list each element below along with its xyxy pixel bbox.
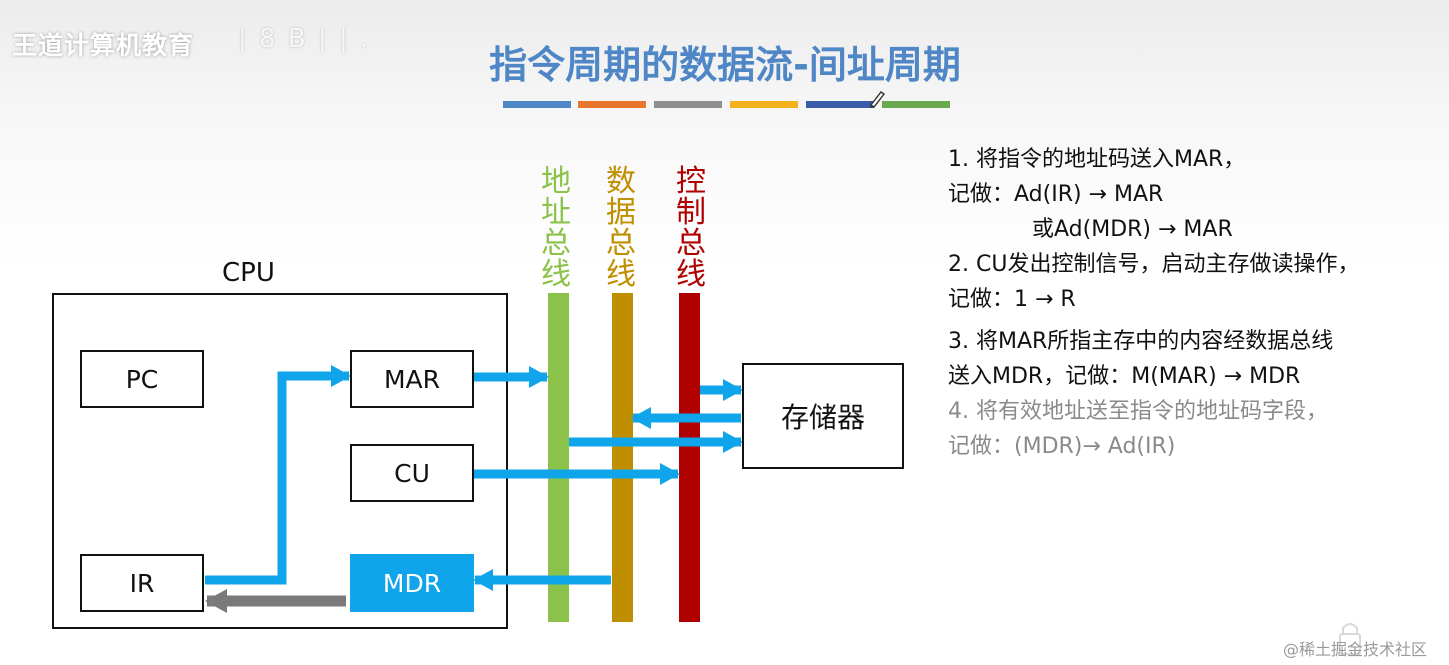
step-1-line-3: 或Ad(MDR) → MAR	[1032, 217, 1233, 242]
control-bus	[679, 293, 700, 622]
cpu-label: CPU	[222, 258, 275, 288]
color-bar-2	[578, 101, 646, 108]
pc-register: PC	[80, 350, 204, 408]
color-bar-6	[882, 101, 950, 108]
mar-register: MAR	[350, 350, 474, 408]
watermark: @稀土掘金技术社区	[1283, 640, 1428, 659]
step-3-line-1: 3. 将MAR所指主存中的内容经数据总线	[948, 329, 1334, 354]
ir-to-mar-arrow	[205, 365, 351, 585]
brand-faint-mark: | 8 B | | .	[238, 24, 371, 54]
step-4-line-2: 记做：(MDR)→ Ad(IR)	[948, 434, 1176, 459]
step-1-line-2: 记做：Ad(IR) → MAR	[948, 182, 1164, 207]
address-bus	[548, 293, 569, 622]
control-bus-label: 控制总线	[676, 164, 706, 292]
step-list: 1. 将指令的地址码送入MAR， 记做：Ad(IR) → MAR 或Ad(MDR…	[948, 142, 1448, 464]
cpu-box	[52, 293, 508, 629]
color-bar-4	[730, 101, 798, 108]
address-bus-label: 地址总线	[541, 164, 571, 292]
memory-box: 存储器	[742, 363, 904, 469]
cu-unit: CU	[350, 444, 474, 502]
color-bar-1	[503, 101, 571, 108]
data-bus	[612, 293, 633, 622]
color-bar-5	[806, 101, 874, 108]
pencil-icon[interactable]	[866, 88, 888, 110]
slide-title: 指令周期的数据流-间址周期	[489, 43, 961, 87]
brand-logo-text: 王道计算机教育	[12, 31, 195, 60]
color-bar-3	[654, 101, 722, 108]
mdr-register: MDR	[350, 554, 474, 612]
step-2-line-2: 记做：1 → R	[948, 287, 1076, 312]
step-4-line-1: 4. 将有效地址送至指令的地址码字段，	[948, 399, 1328, 424]
watermark-lock-icon	[1339, 623, 1361, 655]
data-bus-label: 数据总线	[606, 164, 636, 292]
step-2-line-1: 2. CU发出控制信号，启动主存做读操作，	[948, 252, 1360, 277]
ir-register: IR	[80, 554, 204, 612]
step-1-line-1: 1. 将指令的地址码送入MAR，	[948, 147, 1246, 172]
step-3-line-2: 送入MDR，记做：M(MAR) → MDR	[948, 364, 1301, 389]
